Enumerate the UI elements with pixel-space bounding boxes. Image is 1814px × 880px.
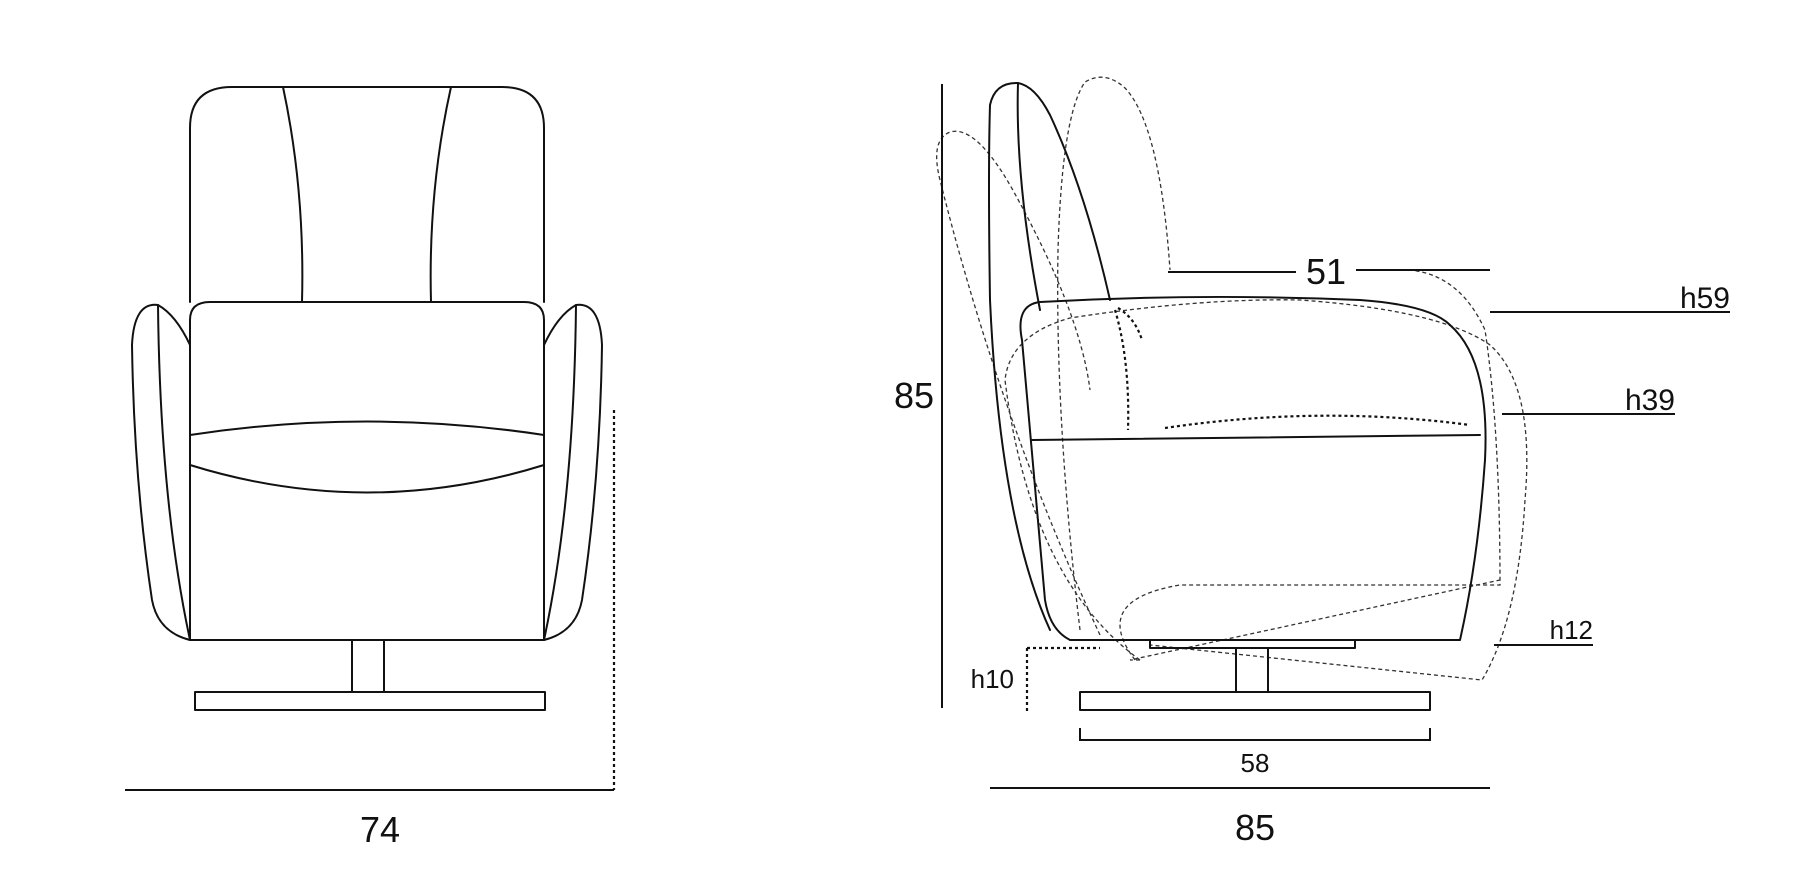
- front-stem: [351, 639, 385, 693]
- side-base-plate: [1079, 691, 1431, 711]
- front-width-label: 74: [360, 809, 400, 850]
- front-backrest: [189, 86, 545, 303]
- side-cushion-curve: [1164, 414, 1471, 430]
- front-arm-right-inner: [543, 304, 577, 641]
- side-seat-depth-label: 51: [1306, 251, 1346, 292]
- side-view: 85 51 h59 h39 h12 h10 58 85: [894, 76, 1730, 848]
- side-arm-height-label: h59: [1680, 282, 1730, 315]
- side-recline-legrest-outline: [1129, 579, 1501, 661]
- side-seat-height-label: h39: [1625, 384, 1675, 417]
- front-cushion-top: [189, 420, 545, 436]
- side-seat-line: [1031, 434, 1481, 441]
- side-backrest-inner: [1016, 82, 1041, 311]
- side-base-width-bracket: [1079, 728, 1431, 741]
- front-backrest-seam-left: [282, 86, 304, 303]
- front-base-plate: [194, 691, 546, 711]
- side-recline-clearance-label: h10: [971, 664, 1014, 694]
- front-seat-body: [189, 301, 545, 641]
- side-height-label: 85: [894, 375, 934, 416]
- side-recline-seat-outline: [1004, 299, 1528, 681]
- front-arm-left-inner: [157, 304, 191, 641]
- side-base-height-label: h12: [1550, 615, 1593, 645]
- side-arm-tick: [1117, 307, 1144, 341]
- front-arm-left: [131, 303, 191, 641]
- side-backrest-outer: [988, 81, 1111, 631]
- side-recline-backrest-outline: [1057, 76, 1171, 631]
- side-recline-clearance-line: [1025, 646, 1100, 712]
- side-recline-back-outline: [936, 130, 1101, 636]
- side-depth-label: 85: [1235, 807, 1275, 848]
- side-arm-curve: [1113, 309, 1130, 431]
- side-seat-outline: [1019, 295, 1487, 641]
- side-recline-footrest-outline: [1119, 269, 1501, 661]
- front-backrest-seam-right: [429, 86, 452, 303]
- side-mechanism-plate: [1149, 639, 1356, 649]
- front-view: 74: [125, 86, 616, 850]
- front-cushion-bottom: [189, 464, 545, 494]
- front-arm-right: [543, 303, 603, 641]
- side-base-width-label: 58: [1241, 748, 1270, 778]
